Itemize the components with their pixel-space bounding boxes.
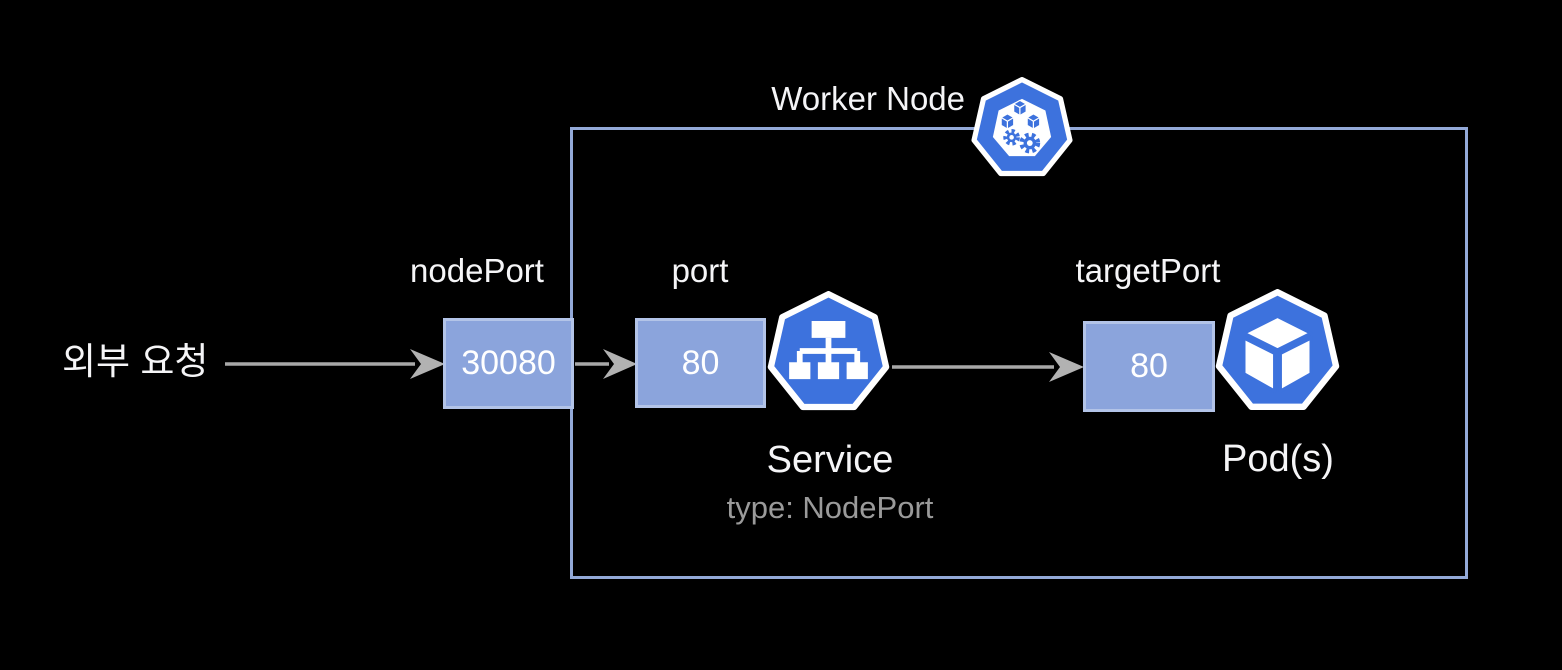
port-value: 80 <box>681 343 720 382</box>
arrow-nodeport-to-port <box>575 349 637 379</box>
kubernetes-node-icon <box>971 77 1073 177</box>
service-tree-glyph <box>789 321 868 380</box>
targetport-label: targetPort <box>1075 252 1221 289</box>
worker-node-title: Worker Node <box>771 80 965 117</box>
targetport-box: 80 <box>1083 321 1215 412</box>
pod-cube-glyph <box>1242 314 1313 393</box>
kubernetes-pod-icon <box>1215 289 1340 411</box>
targetport-value: 80 <box>1130 347 1168 385</box>
nodeport-value: 30080 <box>461 344 556 382</box>
arrow-service-to-targetport <box>892 352 1084 382</box>
service-type-caption: type: NodePort <box>726 490 934 525</box>
nodeport-label: nodePort <box>410 252 544 289</box>
arrow-external-to-nodeport <box>225 349 445 379</box>
pods-caption: Pod(s) <box>1222 438 1334 480</box>
port-box: 80 <box>635 318 766 408</box>
gear-glyphs <box>1003 129 1041 154</box>
nodeport-box: 30080 <box>443 318 574 409</box>
external-request-label: 외부 요청 <box>62 341 209 382</box>
port-label: port <box>671 252 729 289</box>
service-caption: Service <box>766 439 894 481</box>
kubernetes-service-icon <box>767 291 890 411</box>
